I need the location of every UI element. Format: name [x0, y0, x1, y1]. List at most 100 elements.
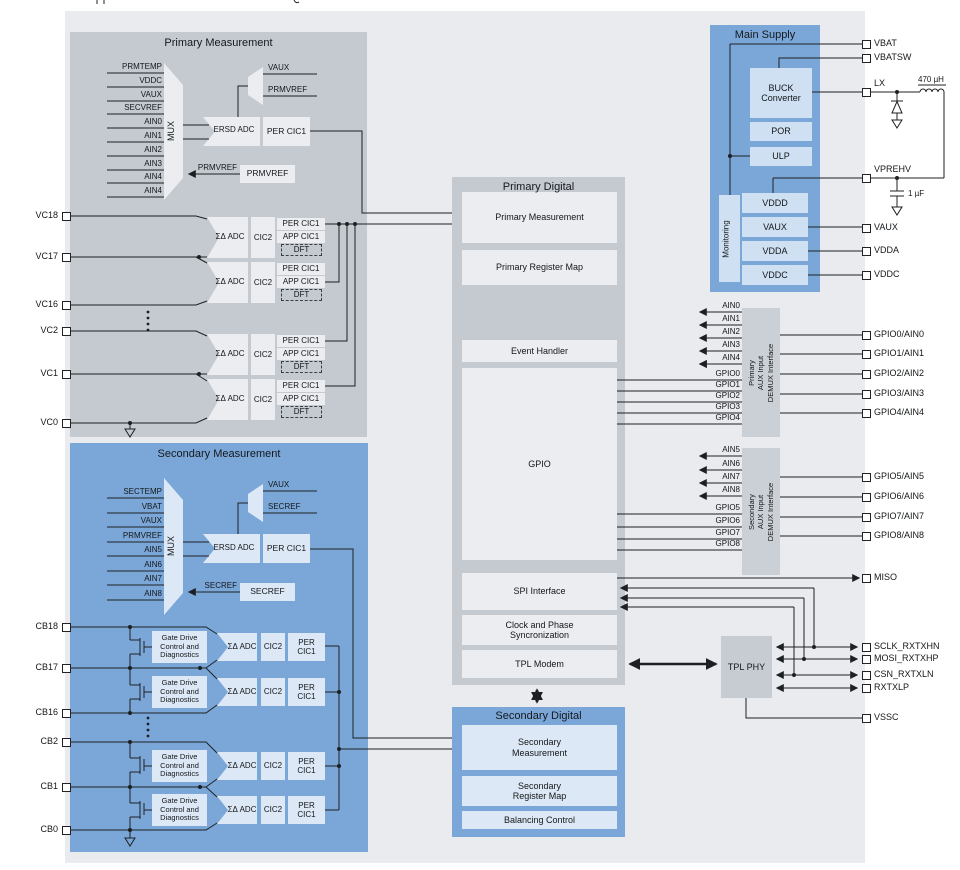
- pin-label: CB0: [40, 824, 58, 834]
- pin-vc1: [62, 370, 71, 379]
- pin-label: GPIO6/AIN6: [874, 491, 925, 501]
- pin-vbat: [862, 40, 871, 49]
- gpio-line-label: GPIO0: [715, 369, 740, 378]
- pin-vc16: [62, 301, 71, 310]
- pin-label: CB2: [40, 736, 58, 746]
- pin-gpio7-ain7: [862, 513, 871, 522]
- pin-label: VDDA: [874, 245, 900, 255]
- pin-label: RXTXLP: [874, 682, 910, 692]
- pd-gpio-box: GPIO: [462, 368, 617, 560]
- pin-vprehv: [862, 174, 871, 183]
- pin-vaux: [862, 224, 871, 233]
- sd-adc-label: ΣΔ ADC: [227, 761, 257, 770]
- per-cic1-box: PER CIC1: [263, 534, 310, 563]
- gpio-line-label: GPIO8: [715, 539, 740, 548]
- clipped-text-fragment: [96, 0, 300, 4]
- refmux-input-label: SECREF: [268, 502, 301, 511]
- pin-label: VC1: [40, 368, 58, 378]
- prmvref-box: PRMVREF: [240, 165, 295, 183]
- pin-label: VC17: [35, 251, 58, 261]
- block-tpl-phy: TPL PHY: [721, 636, 772, 698]
- pin-cb0: [62, 826, 71, 835]
- ain-line-label: AIN7: [722, 472, 740, 481]
- mux-input-label: AIN0: [144, 117, 162, 126]
- pin-label: CB16: [35, 707, 58, 717]
- primary-measurement-title: Primary Measurement: [164, 37, 273, 49]
- mux-input-label: PRMTEMP: [122, 62, 162, 71]
- main-supply-title: Main Supply: [734, 29, 796, 41]
- cic2-box: CIC2: [261, 678, 285, 706]
- app-cic1-box: APP CIC1: [277, 231, 325, 243]
- ain-line-label: AIN0: [722, 301, 740, 310]
- block-secondary-aux-demux: [742, 448, 780, 575]
- per-cic1-box: PER CIC1: [288, 752, 325, 780]
- pin-cb17: [62, 664, 71, 673]
- gpio-line-label: GPIO7: [715, 528, 740, 537]
- cic2-box: CIC2: [261, 796, 285, 824]
- pin-gpio5-ain5: [862, 473, 871, 482]
- per-cic1-box: PER CIC1: [288, 678, 325, 706]
- pin-gpio2-ain2: [862, 370, 871, 379]
- sd-adc-label: ΣΔ ADC: [227, 805, 257, 814]
- secondary-aux-demux-label: Secondary AUX Input DEMUX Interface: [747, 482, 775, 542]
- monitoring-box: [719, 195, 740, 282]
- mux-input-label: VAUX: [140, 516, 162, 525]
- pin-label: GPIO0/AIN0: [874, 329, 925, 339]
- mux-input-label: VDDC: [139, 76, 162, 85]
- pin-gpio8-ain8: [862, 532, 871, 541]
- pin-label: VSSC: [874, 712, 899, 722]
- dft-box: DFT: [281, 244, 322, 256]
- buck-converter-box: BUCK Converter: [750, 68, 812, 118]
- mux-input-label: AIN6: [144, 560, 162, 569]
- pd-tpl-modem-box: TPL Modem: [462, 650, 617, 678]
- sd-secondary-measurement-box: Secondary Measurement: [462, 725, 617, 770]
- por-box: POR: [750, 122, 812, 141]
- pin-rxtxlp: [862, 684, 871, 693]
- gpio-line-label: GPIO6: [715, 516, 740, 525]
- pin-miso: [862, 574, 871, 583]
- primary-mux-label: MUX: [166, 121, 176, 141]
- mux-input-label: AIN5: [144, 545, 162, 554]
- mux-input-label: AIN8: [144, 589, 162, 598]
- vddc-rail-box: VDDC: [742, 265, 808, 285]
- pd-spi-interface-box: SPI Interface: [462, 573, 617, 610]
- pin-cb16: [62, 709, 71, 718]
- pin-label: GPIO7/AIN7: [874, 511, 925, 521]
- pin-label: VC0: [40, 417, 58, 427]
- sd-secondary-register-map-box: Secondary Register Map: [462, 776, 617, 806]
- pin-label: VAUX: [874, 222, 898, 232]
- secondary-mux-label: MUX: [166, 536, 176, 556]
- pin-label: SCLK_RXTXHN: [874, 641, 940, 651]
- per-cic1-box: PER CIC1: [277, 218, 325, 230]
- vdda-rail-box: VDDA: [742, 241, 808, 261]
- mux-input-label: AIN7: [144, 574, 162, 583]
- ain-line-label: AIN8: [722, 485, 740, 494]
- sd-adc-label: ΣΔ ADC: [215, 277, 245, 286]
- per-cic1-box: PER CIC1: [263, 117, 310, 146]
- dft-box: DFT: [281, 289, 322, 301]
- pin-label: MISO: [874, 572, 898, 582]
- gpio-line-label: GPIO5: [715, 503, 740, 512]
- cic2-box: CIC2: [261, 633, 285, 661]
- sd-adc-label: ΣΔ ADC: [215, 394, 245, 403]
- pin-gpio0-ain0: [862, 331, 871, 340]
- cic2-box: CIC2: [251, 262, 275, 303]
- mux-input-label: AIN3: [144, 159, 162, 168]
- inductor-value-label: 470 µH: [918, 75, 944, 84]
- ain-line-label: AIN3: [722, 340, 740, 349]
- app-cic1-box: APP CIC1: [277, 393, 325, 405]
- gate-drive-box: Gate Drive Control and Diagnostics: [152, 676, 207, 708]
- sd-adc-label: ΣΔ ADC: [215, 232, 245, 241]
- pin-gpio1-ain1: [862, 350, 871, 359]
- pin-vc17: [62, 253, 71, 262]
- ain-line-label: AIN1: [722, 314, 740, 323]
- per-cic1-box: PER CIC1: [277, 380, 325, 392]
- pin-csn-rxtxln: [862, 671, 871, 680]
- ain-line-label: AIN6: [722, 459, 740, 468]
- gate-drive-box: Gate Drive Control and Diagnostics: [152, 750, 207, 782]
- mux-input-label: SECVREF: [124, 103, 162, 112]
- pin-cb2: [62, 738, 71, 747]
- pin-cb1: [62, 783, 71, 792]
- ain-line-label: AIN4: [722, 353, 740, 362]
- pin-vddc: [862, 271, 871, 280]
